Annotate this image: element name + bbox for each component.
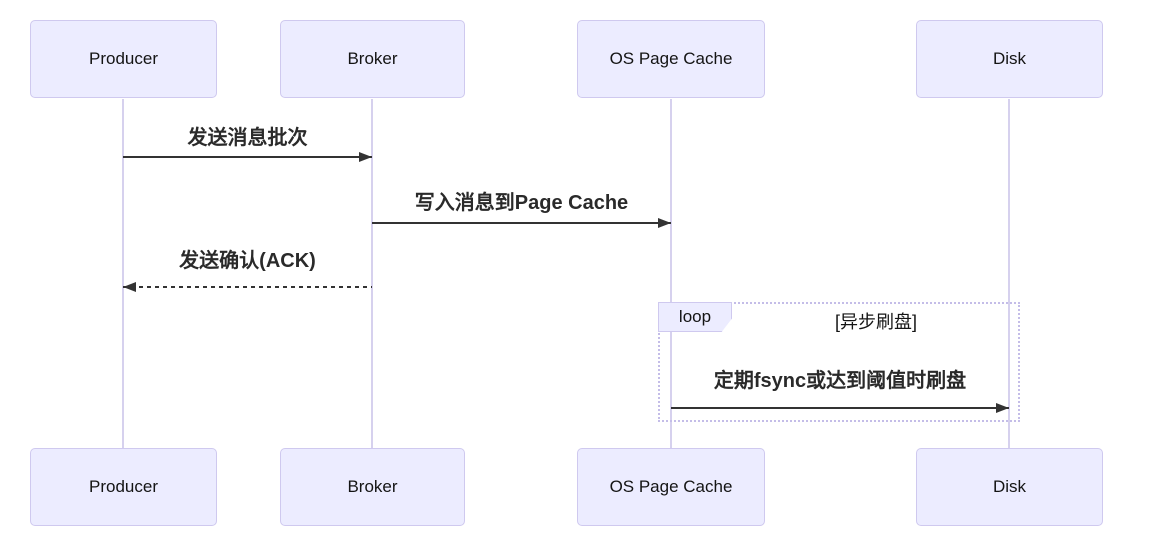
- actor-label: Broker: [347, 477, 398, 496]
- loop-frame: loop [异步刷盘]: [658, 302, 1020, 422]
- lifeline-producer: [122, 99, 124, 449]
- message-label-send-batch: 发送消息批次: [187, 127, 308, 149]
- loop-condition: [异步刷盘]: [834, 312, 917, 332]
- arrowhead-right-icon: [359, 152, 372, 162]
- actor-label: Producer: [89, 49, 158, 68]
- loop-label: loop: [678, 307, 712, 326]
- actor-bottom-producer: Producer: [30, 448, 217, 526]
- message-line-write-page-cache: [372, 218, 671, 228]
- lifeline-disk: [1008, 99, 1010, 449]
- loop-label-tab: loop: [658, 302, 732, 332]
- actor-top-disk: Disk: [916, 20, 1103, 98]
- actor-label: Broker: [347, 49, 398, 68]
- message-label-ack: 发送确认(ACK): [179, 250, 316, 272]
- actor-label: OS Page Cache: [609, 49, 733, 68]
- actor-bottom-os-page-cache: OS Page Cache: [577, 448, 765, 526]
- actor-label: Disk: [992, 477, 1027, 496]
- lifeline-os-page-cache: [670, 99, 672, 449]
- message-line-fsync: [671, 403, 1009, 413]
- lifeline-broker: [371, 99, 373, 449]
- message-label-write-page-cache: 写入消息到Page Cache: [414, 192, 629, 214]
- arrowhead-right-icon: [658, 218, 671, 228]
- actor-label: Producer: [89, 477, 158, 496]
- actor-top-os-page-cache: OS Page Cache: [577, 20, 765, 98]
- actor-top-broker: Broker: [280, 20, 465, 98]
- message-line-send-batch: [123, 152, 372, 162]
- message-label-fsync: 定期fsync或达到阈值时刷盘: [713, 370, 967, 392]
- actor-label: OS Page Cache: [609, 477, 733, 496]
- arrowhead-left-icon: [123, 282, 136, 292]
- actor-bottom-disk: Disk: [916, 448, 1103, 526]
- arrowhead-right-icon: [996, 403, 1009, 413]
- actor-label: Disk: [992, 49, 1027, 68]
- message-line-ack: [123, 282, 372, 292]
- actor-top-producer: Producer: [30, 20, 217, 98]
- actor-bottom-broker: Broker: [280, 448, 465, 526]
